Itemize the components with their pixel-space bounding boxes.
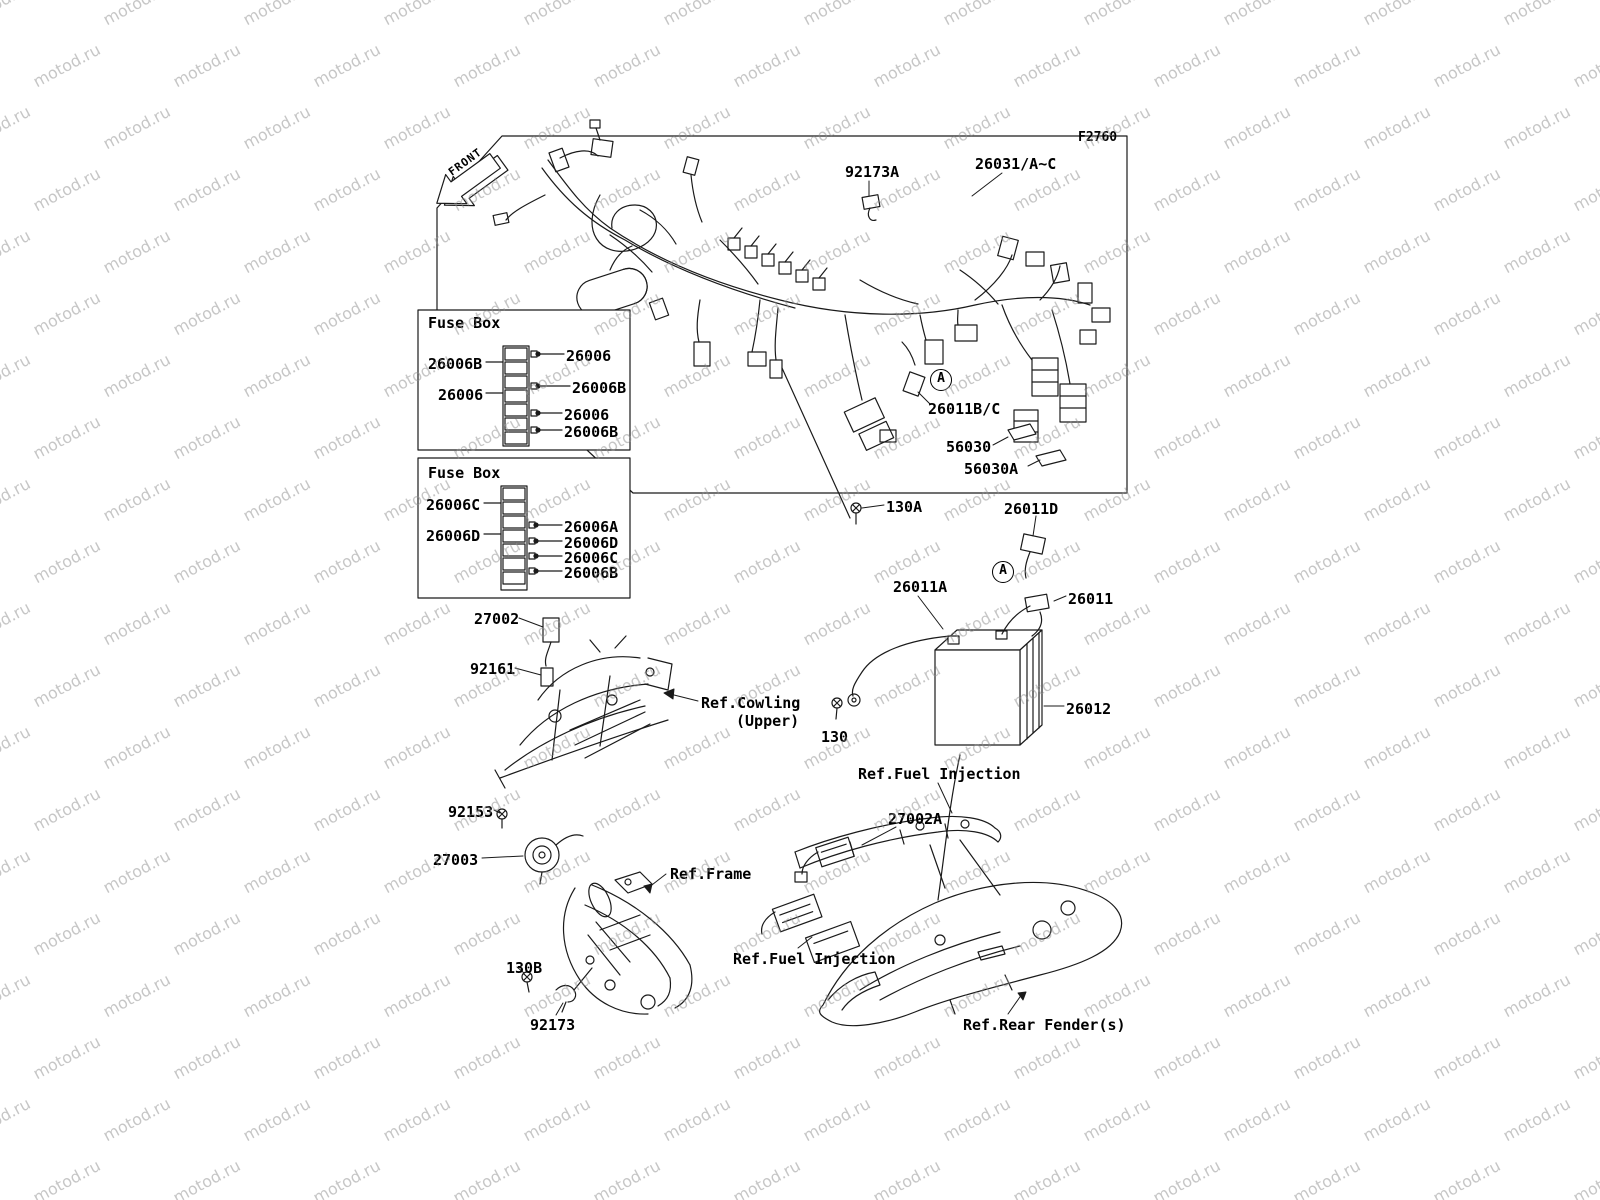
ref-fuel-injection-2: Ref.Fuel Injection [733, 950, 896, 968]
fusebox2-title: Fuse Box [428, 464, 501, 482]
front-arrow-icon [436, 153, 509, 207]
label-26012: 26012 [1066, 700, 1112, 718]
label-26011: 26011 [1068, 590, 1114, 608]
label-26031-a-c: 26031/A~C [975, 155, 1057, 173]
battery-art [831, 593, 1050, 746]
ref-cowling-upper: (Upper) [736, 712, 800, 730]
cowling-art [494, 635, 673, 789]
fb2-right-26006d: 26006D [564, 534, 619, 552]
fb1-right-26006b: 26006B [572, 379, 627, 397]
fb1-right-26006: 26006 [566, 347, 612, 365]
fusebox1-title: Fuse Box [428, 314, 501, 332]
fuel-injection-relays-art [760, 893, 861, 963]
label-26011d: 26011D [1004, 500, 1059, 518]
fb1-left-26006b: 26006B [428, 355, 483, 373]
label-92173a: 92173A [845, 163, 900, 181]
fb2-left-26006d: 26006D [426, 527, 481, 545]
ref-rear-fender: Ref.Rear Fender(s) [963, 1016, 1126, 1034]
fb2-right-26006c: 26006C [564, 549, 619, 567]
fb2-right-26006b: 26006B [564, 564, 619, 582]
bolt-130a-art [850, 502, 862, 525]
ref-frame: Ref.Frame [670, 865, 752, 883]
figure-code: F2760 [1078, 130, 1118, 145]
label-92153: 92153 [448, 803, 494, 821]
label-26011a: 26011A [893, 578, 948, 596]
fb1-left-26006: 26006 [438, 386, 484, 404]
ref-cowling: Ref.Cowling [701, 694, 801, 712]
label-130a: 130A [886, 498, 923, 516]
horn-art [496, 808, 584, 885]
marker-a-1: A [930, 369, 952, 391]
relay-27002-art [540, 617, 560, 687]
label-92173: 92173 [530, 1016, 576, 1034]
fb1-right2-26006: 26006 [564, 406, 610, 424]
fuse-box-1-art [417, 309, 631, 451]
fb1-right2-26006b: 26006B [564, 423, 619, 441]
fuse-box-2-art [417, 457, 631, 599]
label-92161: 92161 [470, 660, 516, 678]
frame-art [521, 871, 693, 1015]
label-27002a: 27002A [888, 810, 943, 828]
fb2-right-26006a: 26006A [564, 518, 619, 536]
label-27003: 27003 [433, 851, 479, 869]
label-56030: 56030 [946, 438, 992, 456]
label-27002: 27002 [474, 610, 520, 628]
label-26011bc: 26011B/C [928, 400, 1001, 418]
marker-a-2: A [992, 561, 1014, 583]
fb2-left-26006c: 26006C [426, 496, 481, 514]
label-130: 130 [821, 728, 849, 746]
relay-26011d-art [1019, 533, 1047, 579]
leader-lines [481, 172, 1067, 1016]
label-130b: 130B [506, 959, 543, 977]
harness-art [492, 119, 1111, 519]
label-56030a: 56030A [964, 460, 1019, 478]
fuel-injection-bracket-art [794, 815, 1002, 896]
ref-fuel-injection-1: Ref.Fuel Injection [858, 765, 1021, 783]
rear-fender-art [819, 754, 1123, 1027]
